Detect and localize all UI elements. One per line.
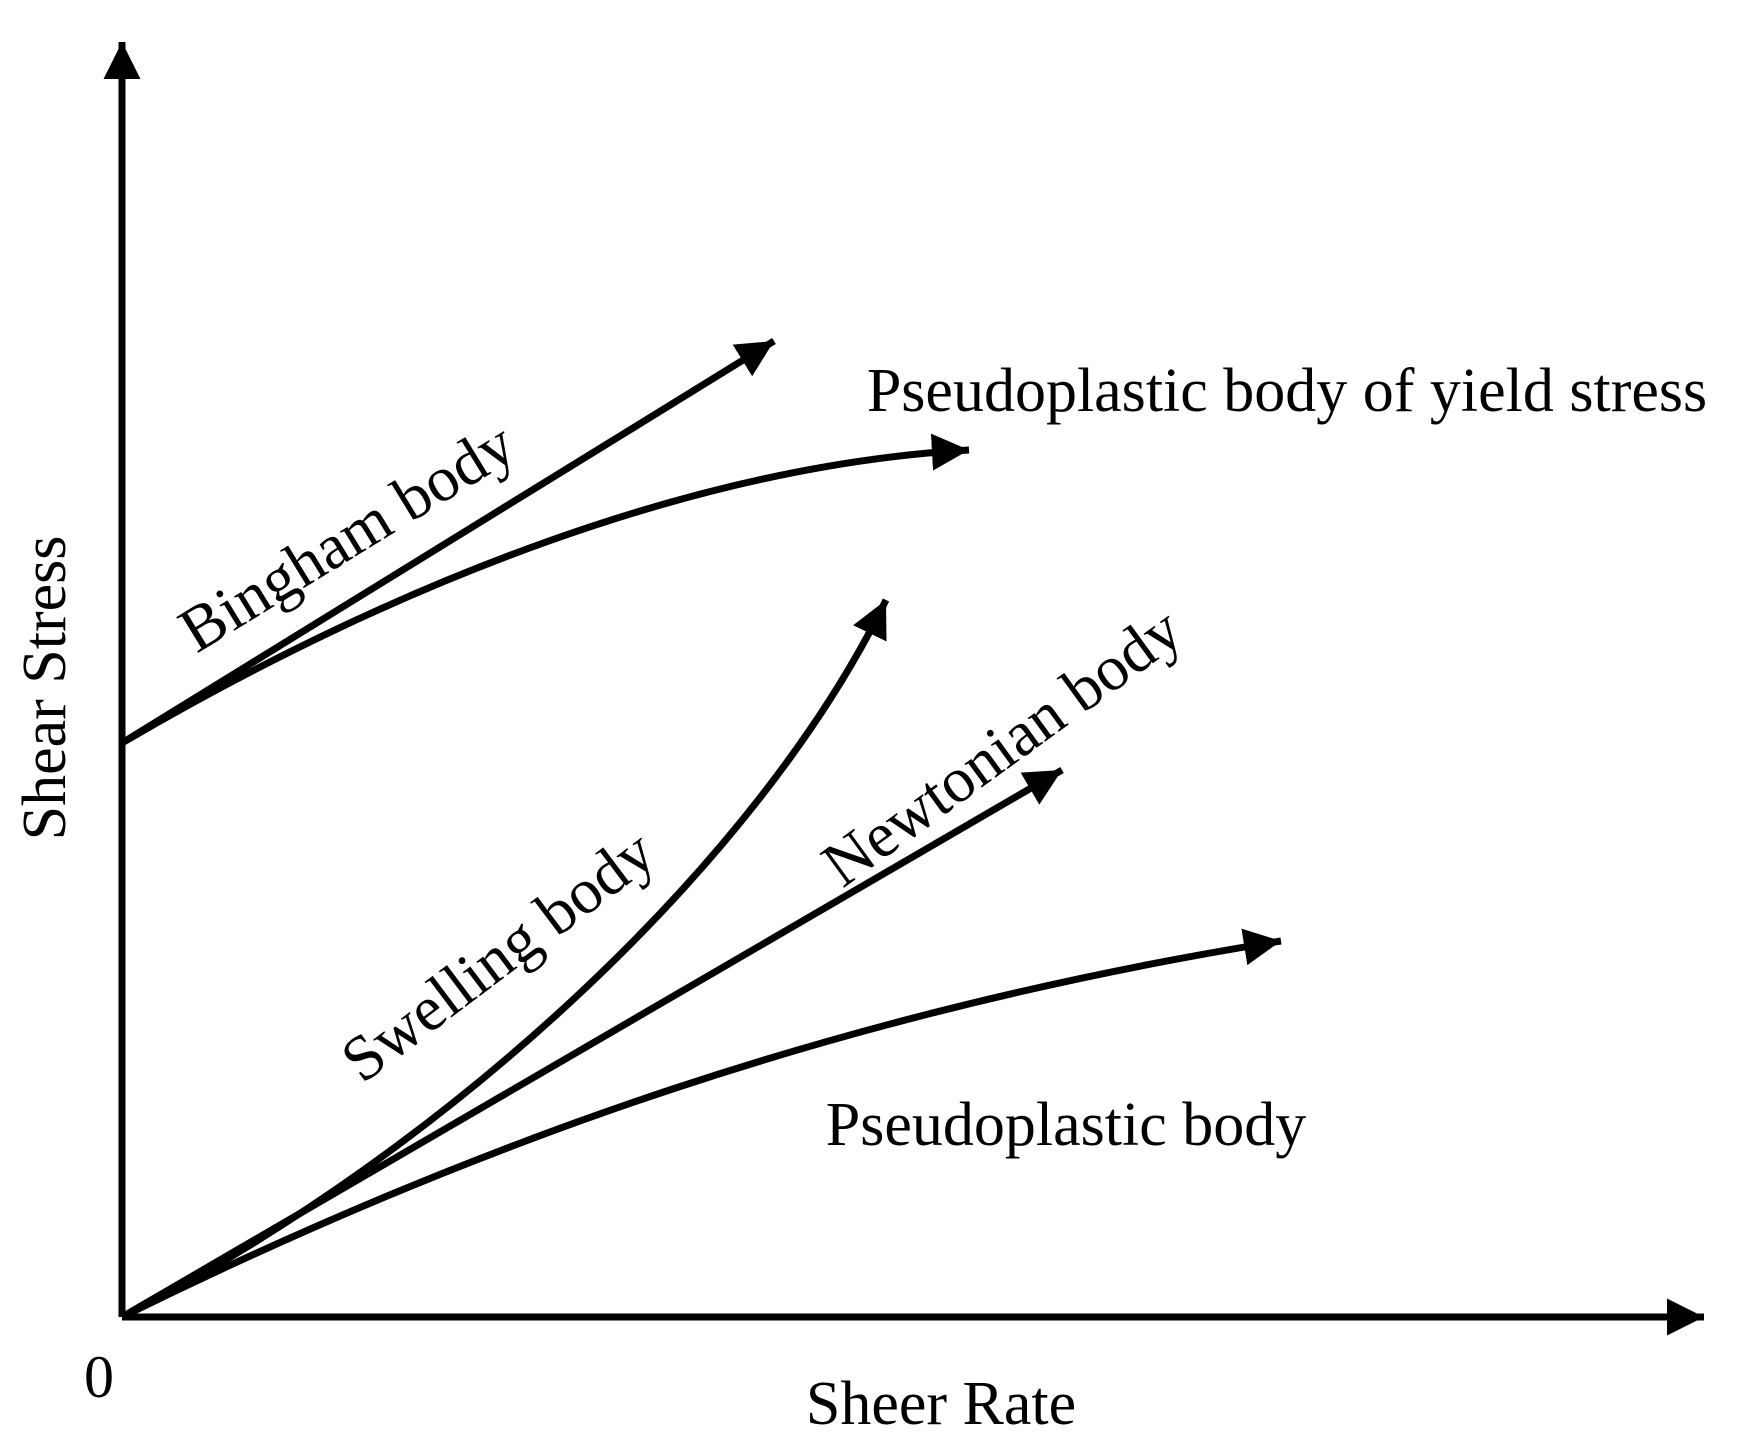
newtonian-body-curve xyxy=(120,766,1064,1321)
origin-label: 0 xyxy=(84,1344,114,1410)
yield-pseudoplastic-label: Pseudoplastic body of yield stress xyxy=(866,357,1708,425)
x-axis-label: Sheer Rate xyxy=(805,1370,1077,1438)
yield-pseudoplastic-curve xyxy=(120,433,970,747)
y-axis-label: Shear Stress xyxy=(11,535,79,841)
bingham-body-curve xyxy=(120,338,776,746)
pseudoplastic-body-curve xyxy=(120,928,1282,1321)
pseudoplastic-body-label: Pseudoplastic body xyxy=(825,1091,1307,1159)
